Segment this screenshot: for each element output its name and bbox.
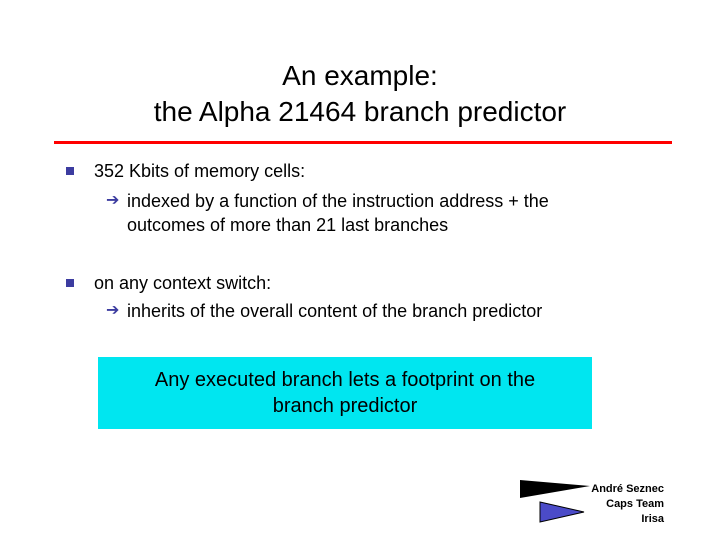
pennant-logo-icon: [520, 478, 600, 531]
callout-line-2: branch predictor: [272, 395, 418, 417]
bullet-1-text: 352 Kbits of memory cells:: [94, 161, 306, 181]
title-line-1: An example:: [282, 60, 438, 91]
callout-box: Any executed branch lets a footprint on …: [98, 357, 592, 429]
author-name: André Seznec: [591, 483, 664, 495]
square-bullet-icon: [66, 279, 74, 287]
team-name: Caps Team: [606, 498, 664, 510]
bullet-2-text: on any context switch:: [94, 273, 272, 293]
title-line-2: the Alpha 21464 branch predictor: [153, 96, 567, 127]
institution-name: Irisa: [641, 513, 664, 525]
title-underline-rule: [54, 141, 672, 144]
bullet-2-sub-line-1: inherits of the overall content of the b…: [127, 301, 543, 321]
bullet-1-sub-line-2: outcomes of more than 21 last branches: [127, 215, 449, 235]
callout-line-1: Any executed branch lets a footprint on …: [154, 369, 536, 391]
author-credit: André Seznec Caps Team Irisa: [591, 482, 664, 527]
right-arrow-icon: ➔: [106, 302, 120, 319]
slide-title: An example: the Alpha 21464 branch predi…: [0, 58, 720, 130]
bullet-1-sub-line-1: indexed by a function of the instruction…: [127, 191, 549, 211]
square-bullet-icon: [66, 167, 74, 175]
right-arrow-icon: ➔: [106, 192, 120, 209]
